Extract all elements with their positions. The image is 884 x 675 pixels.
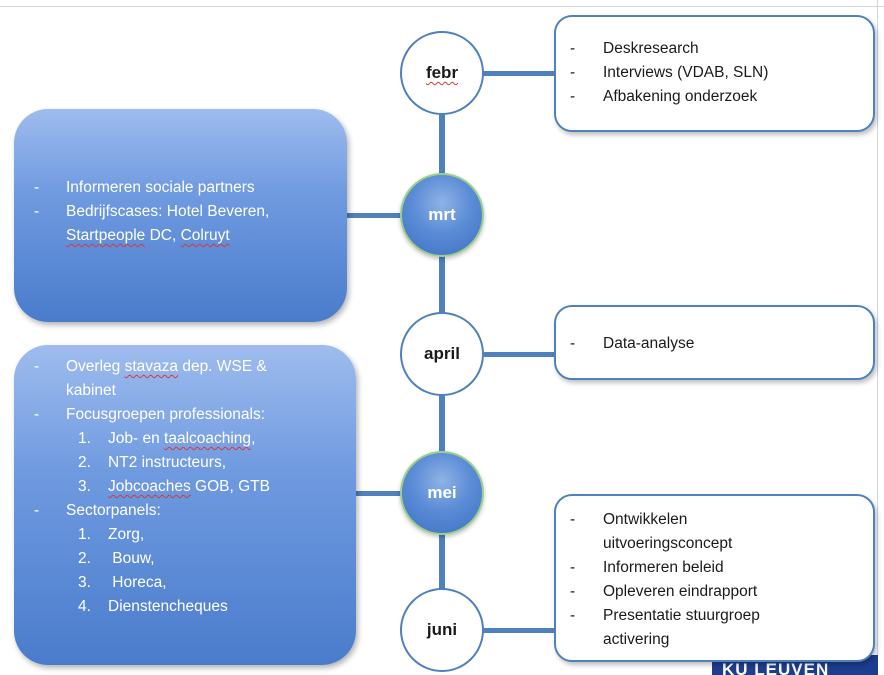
list-item: -Sectorpanels: bbox=[34, 502, 161, 519]
connector-mrt bbox=[346, 213, 402, 218]
right-divider bbox=[877, 0, 878, 675]
sub-item: 3.Jobcoaches GOB, GTB bbox=[78, 478, 270, 495]
box-mrt-list: -Informeren sociale partners - Bedrijfsc… bbox=[34, 176, 347, 248]
list-item: -Informeren beleid bbox=[570, 559, 724, 576]
box-mrt: -Informeren sociale partners - Bedrijfsc… bbox=[14, 109, 347, 322]
box-febr-list: -Deskresearch -Interviews (VDAB, SLN) -A… bbox=[570, 37, 873, 109]
list-item: -Afbakening onderzoek bbox=[570, 88, 758, 105]
node-mrt: mrt bbox=[400, 173, 484, 257]
node-label: febr bbox=[425, 63, 459, 82]
box-mei-list: - Overleg stavaza dep. WSE & kabinet -Fo… bbox=[34, 355, 356, 619]
connector-juni bbox=[482, 628, 556, 633]
node-april: april bbox=[400, 312, 484, 396]
list-item: - Overleg stavaza dep. WSE & kabinet bbox=[34, 358, 267, 399]
list-item: -Informeren sociale partners bbox=[34, 179, 255, 196]
box-april: -Data-analyse bbox=[554, 305, 875, 380]
sub-item: 2.NT2 instructeurs, bbox=[78, 454, 227, 471]
node-label: april bbox=[424, 344, 460, 363]
list-item: -Opleveren eindrapport bbox=[570, 583, 758, 600]
box-april-list: -Data-analyse bbox=[570, 332, 873, 356]
list-item: -Interviews (VDAB, SLN) bbox=[570, 64, 769, 81]
node-label: mrt bbox=[428, 205, 456, 224]
sub-item: 3. Horeca, bbox=[78, 574, 167, 591]
sub-item: 1.Job- en taalcoaching, bbox=[78, 430, 256, 447]
node-mei: mei bbox=[400, 451, 484, 535]
list-item: - Bedrijfscases: Hotel Beveren, Startpeo… bbox=[34, 203, 270, 244]
sub-item: 2. Bouw, bbox=[78, 550, 155, 567]
list-item: -Focusgroepen professionals: bbox=[34, 406, 266, 423]
list-item: -Deskresearch bbox=[570, 40, 699, 57]
node-label: mei bbox=[427, 483, 457, 502]
connector-febr bbox=[482, 71, 556, 76]
sub-item: 1.Zorg, bbox=[78, 526, 145, 543]
connector-april bbox=[484, 352, 556, 357]
list-item: -Data-analyse bbox=[570, 335, 695, 352]
connector-mei bbox=[355, 491, 405, 496]
node-label: juni bbox=[426, 620, 458, 639]
node-febr: febr bbox=[400, 31, 484, 115]
box-febr: -Deskresearch -Interviews (VDAB, SLN) -A… bbox=[554, 15, 875, 132]
top-divider bbox=[0, 6, 884, 7]
node-juni: juni bbox=[400, 588, 484, 672]
box-mei: - Overleg stavaza dep. WSE & kabinet -Fo… bbox=[14, 345, 356, 665]
sub-item: 4.Dienstencheques bbox=[78, 598, 228, 615]
